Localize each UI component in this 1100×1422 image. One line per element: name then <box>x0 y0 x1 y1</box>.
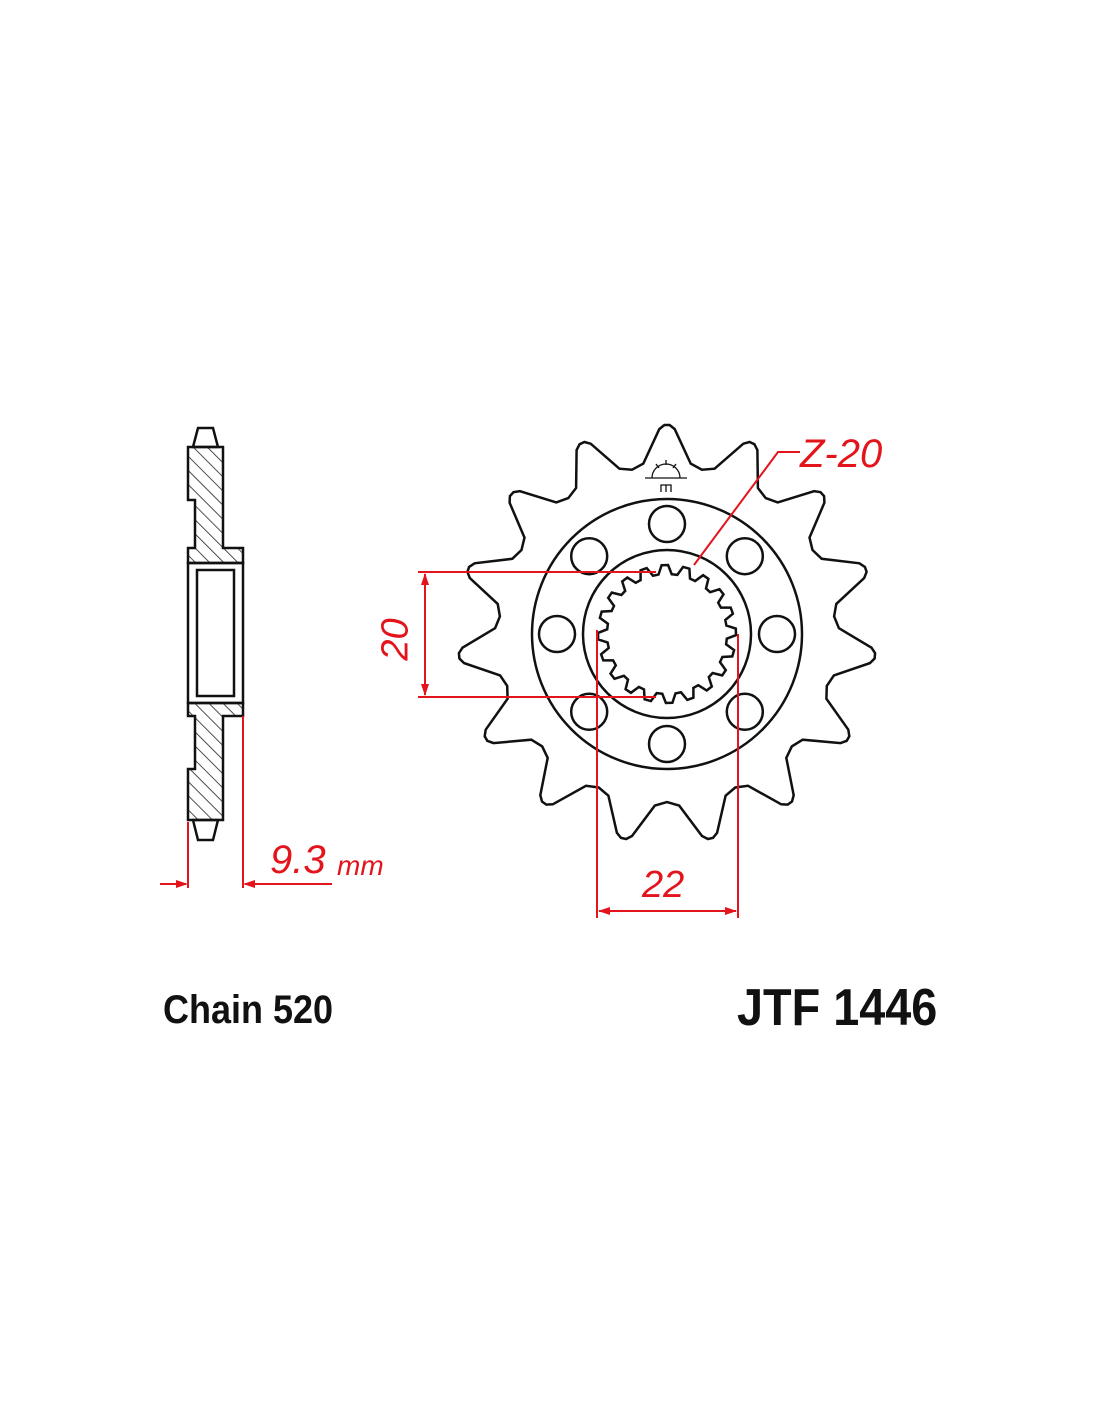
bolt-hole <box>647 504 687 544</box>
spline-outline <box>596 563 738 705</box>
thickness-value: 9.3 <box>270 838 326 882</box>
bolt-circle-outer <box>530 497 804 771</box>
hub-circle <box>581 548 753 720</box>
bolt-hole <box>647 724 687 764</box>
side-bottom-tip <box>191 818 220 842</box>
side-top-tip <box>191 426 220 449</box>
side-top-hatch <box>186 445 245 565</box>
bolt-hole <box>725 536 765 576</box>
spline-count-label: Z-20 <box>800 432 883 476</box>
thickness-unit: mm <box>337 850 384 881</box>
bolt-spacing-label: 22 <box>642 864 685 906</box>
part-number: JTF 1446 <box>737 979 938 1037</box>
chain-label: Chain 520 <box>163 988 334 1032</box>
sprocket-teeth-outline <box>457 423 877 841</box>
logo-mark <box>645 460 687 492</box>
inner-diameter-label: 20 <box>374 618 417 661</box>
bolt-hole <box>569 692 609 732</box>
thickness-dimension <box>160 716 332 888</box>
side-bottom-hatch <box>186 701 245 822</box>
bolt-hole <box>569 536 609 576</box>
dimension-lines <box>418 451 800 918</box>
side-view <box>186 426 245 842</box>
bolt-hole <box>537 614 577 654</box>
bolt-hole <box>725 692 765 732</box>
bolt-hole <box>757 614 797 654</box>
sprocket-front-view <box>457 423 877 841</box>
